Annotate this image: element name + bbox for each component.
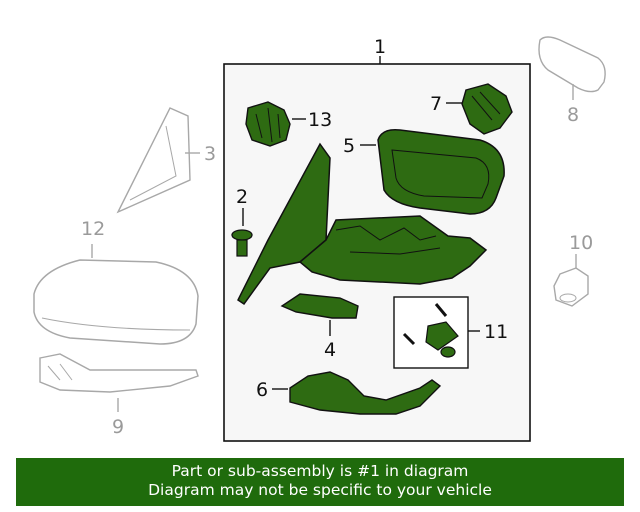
part-10-camera[interactable] bbox=[553, 267, 589, 307]
part-7-cap[interactable] bbox=[461, 83, 513, 135]
part-9-lamp[interactable] bbox=[39, 353, 199, 393]
part-5-housing[interactable] bbox=[377, 128, 505, 215]
label-12: 12 bbox=[81, 218, 105, 240]
banner-line-1: Part or sub-assembly is #1 in diagram bbox=[171, 462, 469, 480]
part-3-panel[interactable] bbox=[116, 107, 191, 214]
label-11: 11 bbox=[484, 321, 508, 343]
part-4-trim[interactable] bbox=[280, 293, 359, 319]
label-8: 8 bbox=[567, 104, 579, 126]
part-13-actuator[interactable] bbox=[245, 101, 291, 147]
part-8-glass[interactable] bbox=[538, 36, 606, 93]
label-10: 10 bbox=[569, 232, 593, 254]
label-3: 3 bbox=[204, 143, 216, 165]
part-1-mirror-base[interactable] bbox=[237, 142, 488, 306]
label-2: 2 bbox=[236, 186, 248, 208]
part-6-lower-trim[interactable] bbox=[289, 371, 442, 415]
label-4: 4 bbox=[324, 339, 336, 361]
label-9: 9 bbox=[112, 416, 124, 438]
part-11-hardware[interactable] bbox=[402, 303, 459, 358]
part-12-cover[interactable] bbox=[33, 259, 199, 345]
part-2-screw[interactable] bbox=[231, 229, 253, 257]
label-7: 7 bbox=[430, 93, 442, 115]
info-banner: Part or sub-assembly is #1 in diagram Di… bbox=[16, 458, 624, 506]
label-5: 5 bbox=[343, 135, 355, 157]
label-6: 6 bbox=[256, 379, 268, 401]
banner-line-2: Diagram may not be specific to your vehi… bbox=[148, 481, 492, 499]
label-13: 13 bbox=[308, 109, 332, 131]
label-1: 1 bbox=[374, 36, 386, 58]
